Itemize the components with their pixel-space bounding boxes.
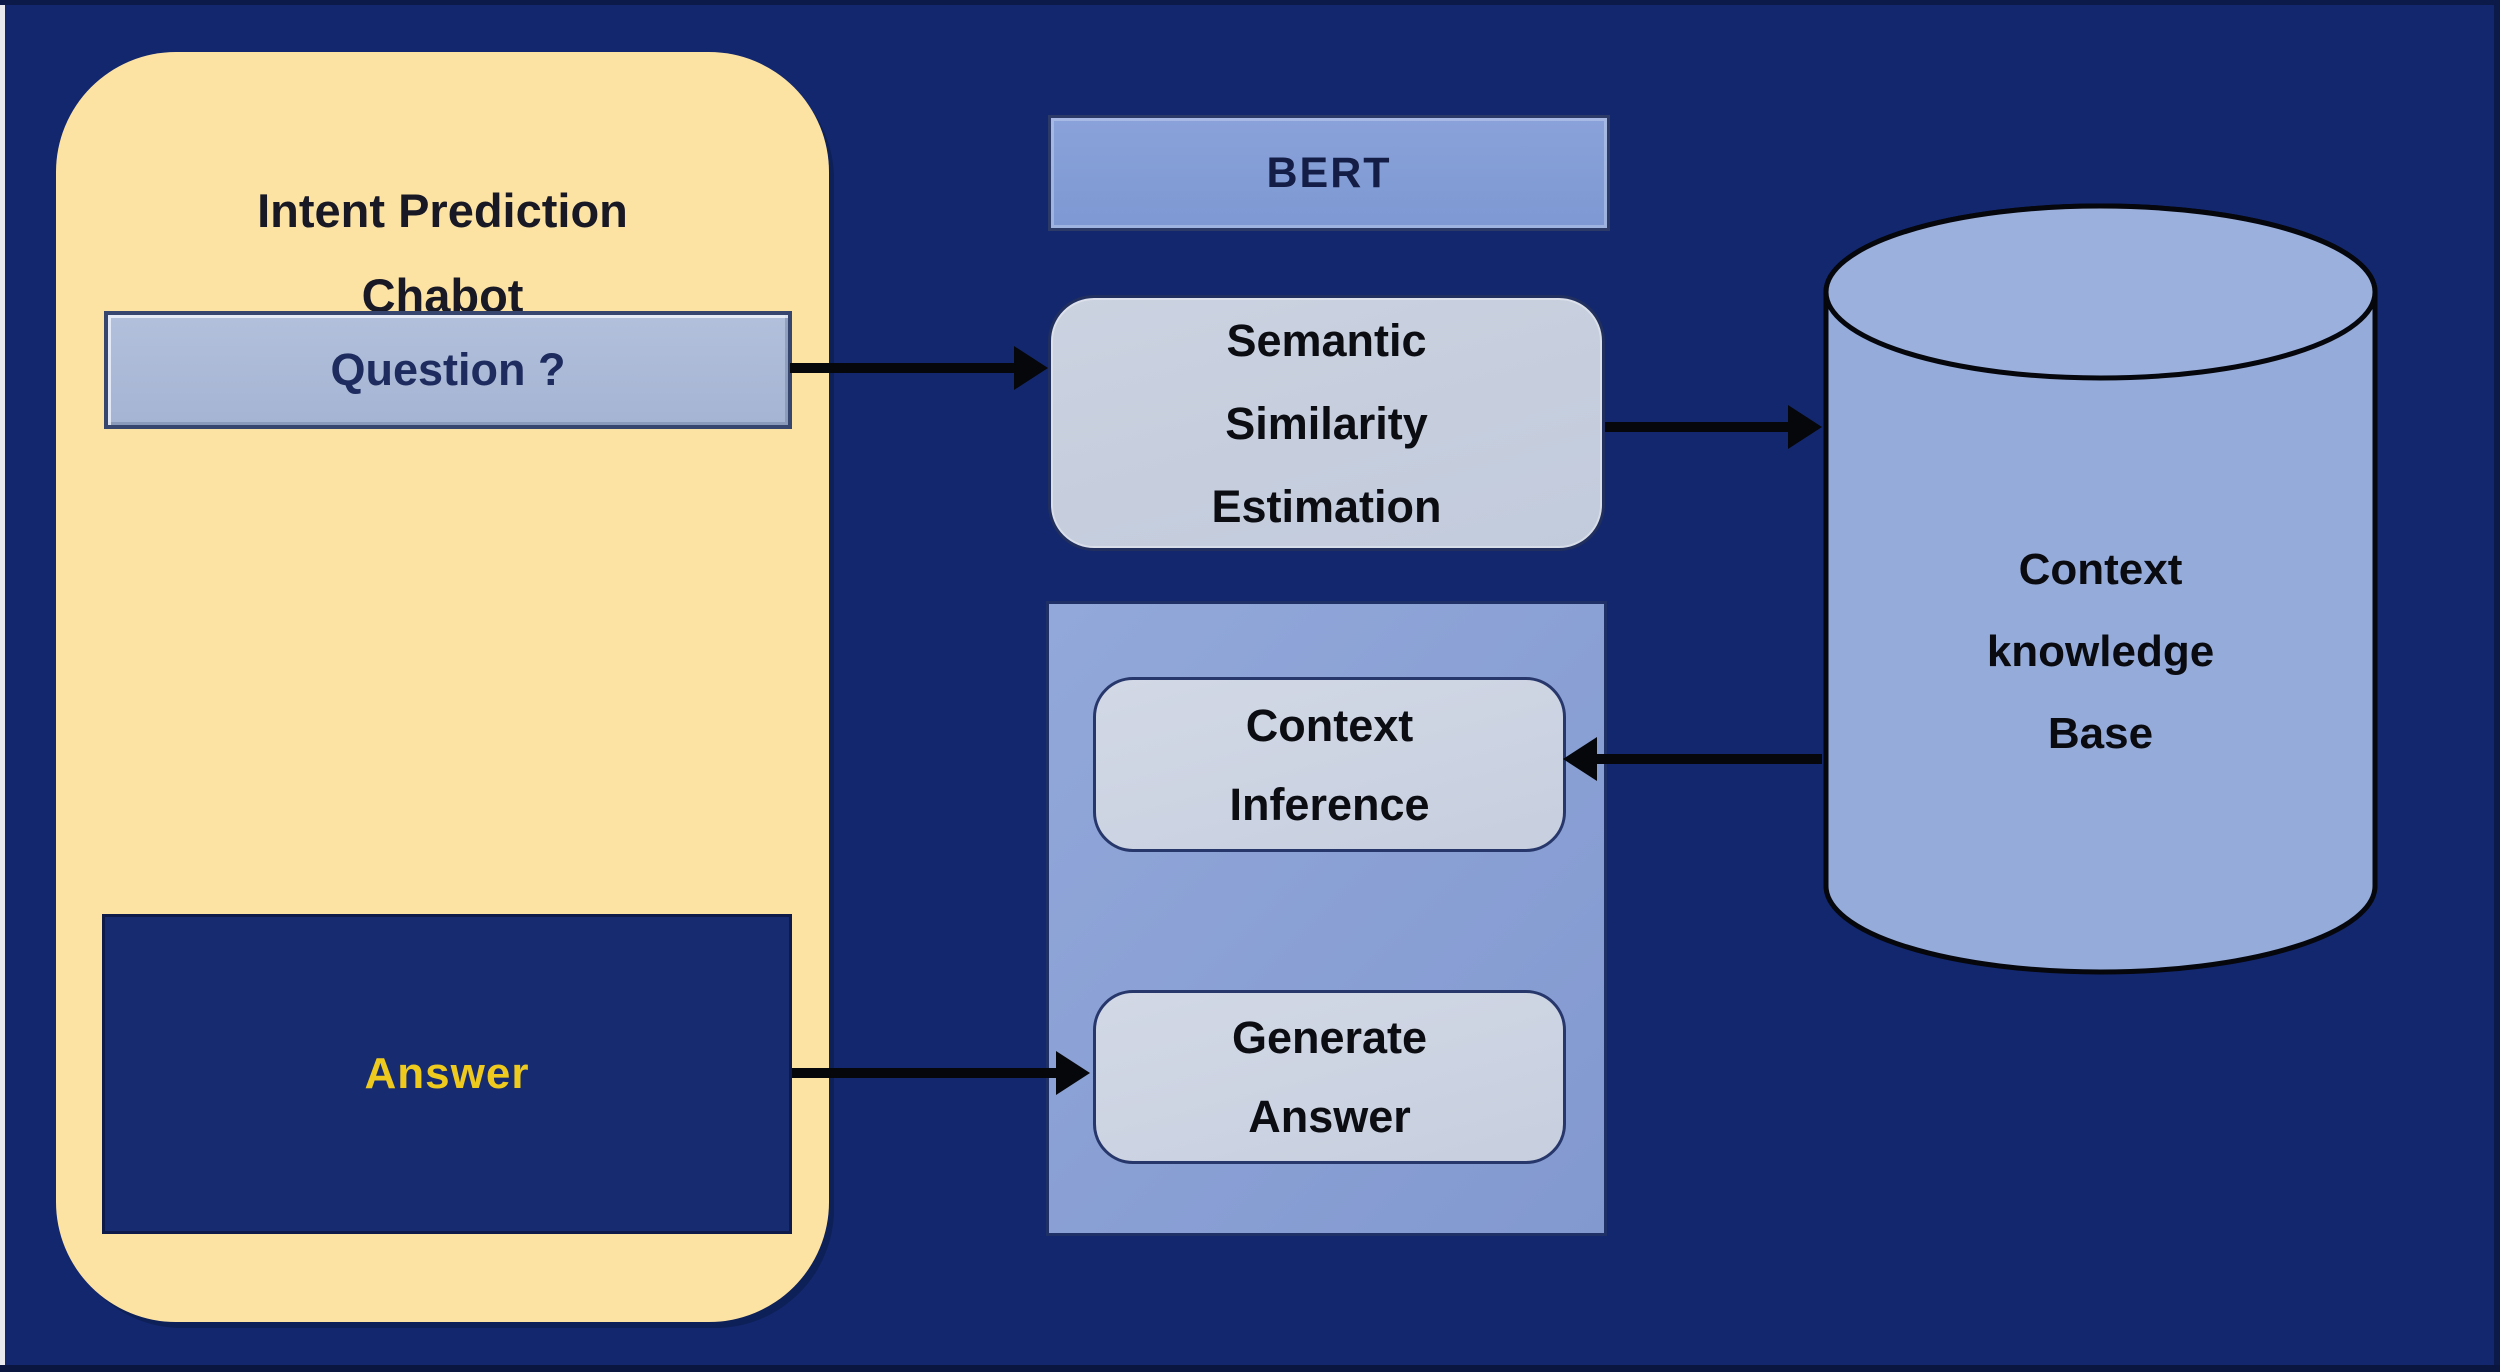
chatbot-panel: Intent Prediction Chabot Question ? Answ… (56, 52, 829, 1322)
knowledge-base-label: Context knowledge Base (1822, 529, 2379, 775)
question-box: Question ? (104, 311, 792, 429)
arrowhead-right-icon (1788, 405, 1822, 449)
arrow-semantic-to-knowledge-base (1605, 405, 1822, 449)
bert-box: BERT (1048, 115, 1610, 231)
arrowhead-right-icon (1056, 1051, 1090, 1095)
pipeline-panel: Context Inference Generate Answer (1046, 601, 1607, 1236)
context-inference-line1: Context (1245, 699, 1414, 751)
kb-line3: Base (2047, 709, 2154, 758)
arrowhead-right-icon (1014, 346, 1048, 390)
chatbot-panel-title: Intent Prediction Chabot (56, 168, 829, 338)
arrow-question-to-semantic (790, 346, 1048, 390)
generate-answer-box: Generate Answer (1093, 990, 1566, 1164)
semantic-line1: Semantic (1226, 314, 1427, 366)
semantic-line3: Estimation (1211, 480, 1442, 532)
arrow-answer-to-generate-answer (792, 1051, 1090, 1095)
generate-answer-line2: Answer (1248, 1091, 1411, 1142)
kb-line1: Context (2018, 545, 2183, 594)
arrow-shaft (1597, 754, 1822, 764)
arrow-knowledge-base-to-context-inference (1563, 737, 1822, 781)
context-knowledge-base: Context knowledge Base (1822, 202, 2379, 976)
answer-label: Answer (364, 1049, 530, 1098)
chatbot-title-line1: Intent Prediction (257, 184, 628, 237)
semantic-similarity-estimation-box: Semantic Similarity Estimation (1048, 295, 1605, 551)
kb-line2: knowledge (1986, 627, 2215, 676)
context-inference-line2: Inference (1229, 778, 1430, 830)
bert-label: BERT (1266, 148, 1392, 197)
question-label: Question ? (330, 344, 566, 395)
context-inference-box: Context Inference (1093, 677, 1566, 852)
semantic-line2: Similarity (1225, 397, 1428, 449)
database-cylinder-icon (1823, 203, 2378, 975)
arrow-shaft (1605, 422, 1788, 432)
arrowhead-left-icon (1563, 737, 1597, 781)
answer-box: Answer (102, 914, 792, 1234)
arrow-shaft (790, 363, 1014, 373)
generate-answer-line1: Generate (1231, 1012, 1428, 1063)
arrow-shaft (792, 1068, 1056, 1078)
